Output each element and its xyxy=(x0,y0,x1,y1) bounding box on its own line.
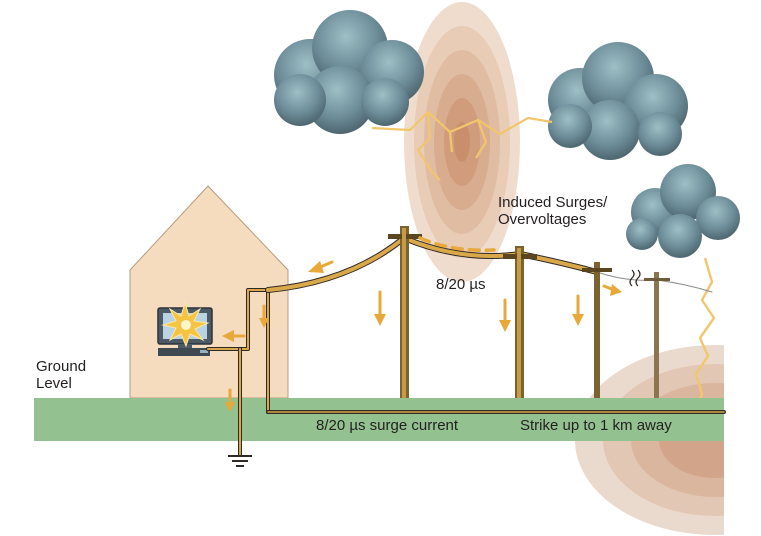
lightning-bolt-icon xyxy=(692,257,716,415)
storm-cloud-icon xyxy=(626,164,740,258)
utility-pole-icon xyxy=(582,262,612,398)
storm-cloud-icon xyxy=(548,42,688,160)
induced-surges-line-2: Overvoltages xyxy=(498,211,587,228)
utility-pole-icon xyxy=(388,226,422,398)
house-wiring xyxy=(206,288,726,457)
pulse-timing-label: 8/20 µs xyxy=(436,276,486,293)
strike-distance-label: Strike up to 1 km away xyxy=(520,417,672,434)
surge-dashes xyxy=(418,236,496,252)
surge-current-label: 8/20 µs surge current xyxy=(316,417,459,434)
lightning-bolt-icon xyxy=(371,110,553,181)
ground-strip xyxy=(34,398,724,441)
field-ripple xyxy=(404,2,520,282)
utility-pole-icon xyxy=(644,272,670,398)
utility-pole-icon xyxy=(503,246,537,398)
surge-arrow-icon xyxy=(222,260,622,412)
computer-icon xyxy=(157,301,213,356)
storm-cloud-icon xyxy=(274,10,424,134)
ground-level-label: Ground Level xyxy=(36,358,87,392)
induced-surges-line-1: Induced Surges/ xyxy=(498,194,608,211)
induced-surges-label: Induced Surges/ Overvoltages xyxy=(498,194,607,228)
surge-squiggle xyxy=(629,269,641,287)
ground-symbol-icon xyxy=(228,455,252,467)
